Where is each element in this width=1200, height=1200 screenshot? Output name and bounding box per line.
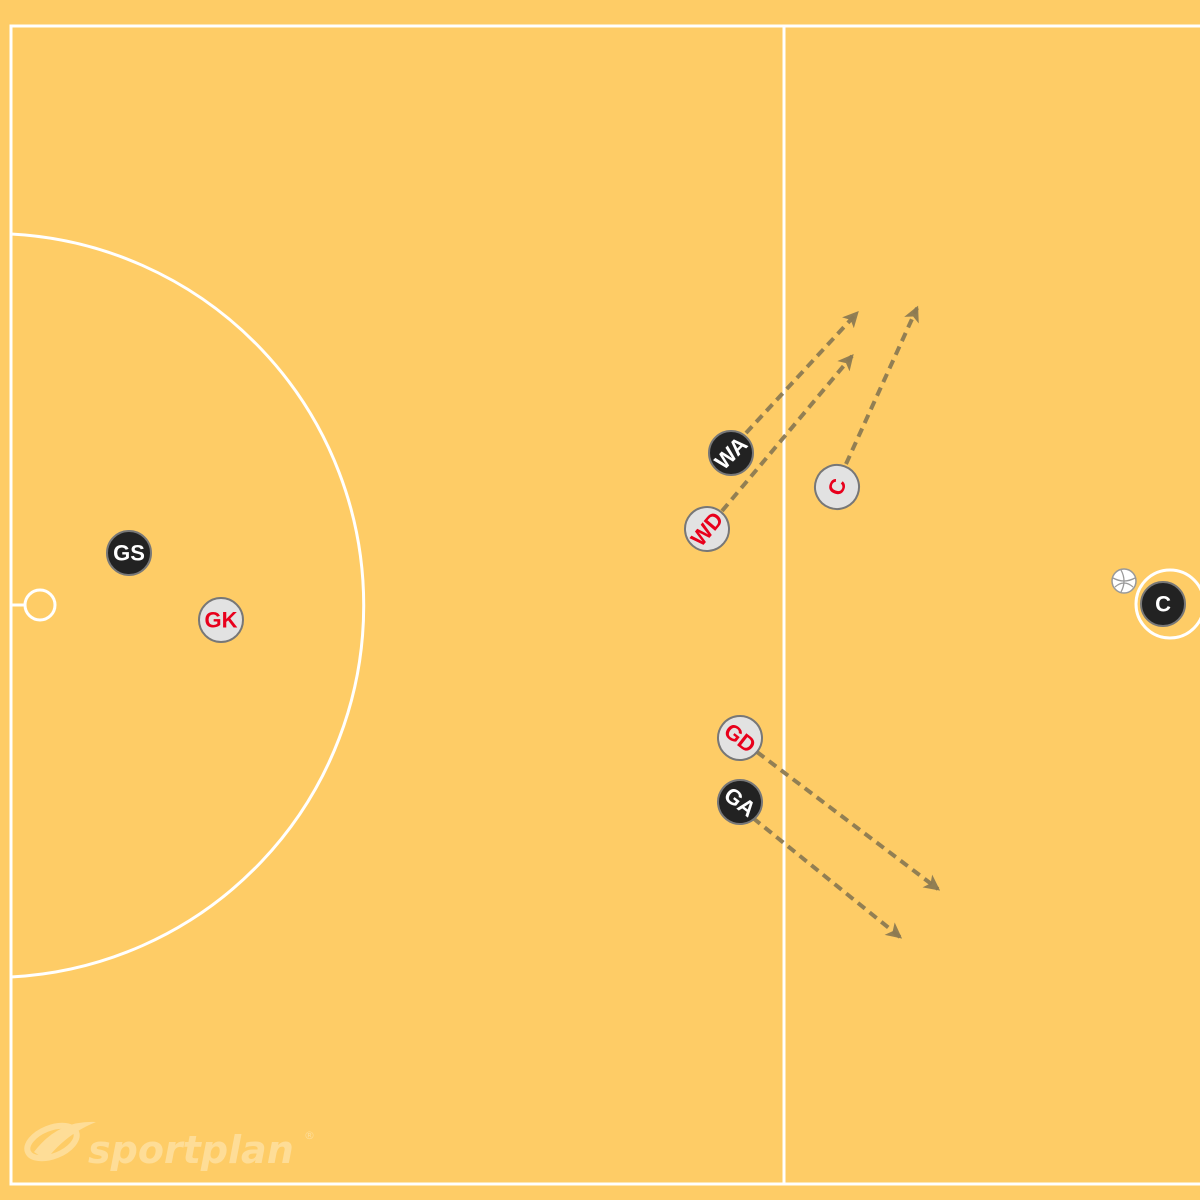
- sportplan-wordmark: sportplan: [88, 1128, 294, 1172]
- arrow-wd: [720, 353, 854, 513]
- player-gs: GS: [106, 530, 152, 576]
- player-c-dark-disc: [1140, 581, 1186, 627]
- player-gs-disc: [106, 530, 152, 576]
- court-markings: [9, 24, 1200, 1186]
- arrow-wa: [744, 311, 859, 435]
- arrow-c: [844, 305, 919, 465]
- player-wd: WD: [684, 506, 730, 552]
- centre-circle: [1134, 568, 1200, 640]
- movement-arrows: [720, 305, 941, 939]
- player-c-dark: C: [1140, 581, 1186, 627]
- player-wd-disc: [684, 506, 730, 552]
- player-wa-disc: [708, 430, 754, 476]
- player-ga: GA: [717, 779, 763, 825]
- player-gd: GD: [717, 715, 763, 761]
- shooting-circle: [10, 232, 366, 979]
- registered-mark: ®: [304, 1129, 315, 1142]
- sportplan-logo-icon: [24, 1121, 96, 1162]
- player-ga-disc: [717, 779, 763, 825]
- player-gk-label: GK: [205, 608, 238, 633]
- player-c-light-disc: [814, 464, 860, 510]
- player-gk-disc: [198, 597, 244, 643]
- player-c-light: C: [814, 464, 860, 510]
- player-gd-disc: [717, 715, 763, 761]
- netball-icon: [1111, 568, 1137, 594]
- player-c-dark-label: C: [1155, 592, 1171, 617]
- sportplan-logo: sportplan ®: [24, 1121, 315, 1172]
- player-gs-label: GS: [113, 541, 145, 566]
- arrow-gd: [755, 750, 941, 891]
- player-wa: WA: [708, 430, 754, 476]
- player-gk: GK: [198, 597, 244, 643]
- arrow-ga: [751, 816, 903, 939]
